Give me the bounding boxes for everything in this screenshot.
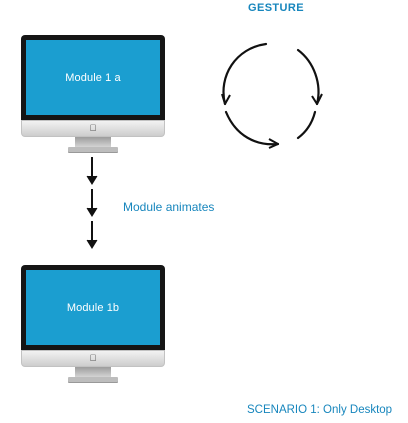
down-arrow-icon [86,189,98,217]
monitor-chin [21,350,165,367]
circular-swipe-arrows-icon [221,42,323,149]
monitor-screen: Module 1 a [26,40,160,115]
monitor-stand [75,367,111,378]
screen-label: Module 1b [66,301,120,314]
monitor-foot [68,147,118,152]
down-arrow-icon [86,221,98,249]
apple-logo-icon:  [89,123,97,133]
gesture-title: GESTURE [248,2,304,14]
scenario-label: SCENARIO 1: Only Desktop [247,404,393,416]
monitor-screen: Module 1b [26,270,160,345]
desktop-monitor-1: Module 1 a  [21,35,165,153]
apple-logo-icon:  [89,353,97,363]
monitor-stand [75,137,111,148]
down-arrow-icon [86,157,98,185]
screen-label: Module 1 a [65,71,121,84]
desktop-monitor-2: Module 1b  [21,265,165,383]
transition-label: Module animates [123,200,215,214]
monitor-chin [21,120,165,137]
monitor-foot [68,377,118,382]
